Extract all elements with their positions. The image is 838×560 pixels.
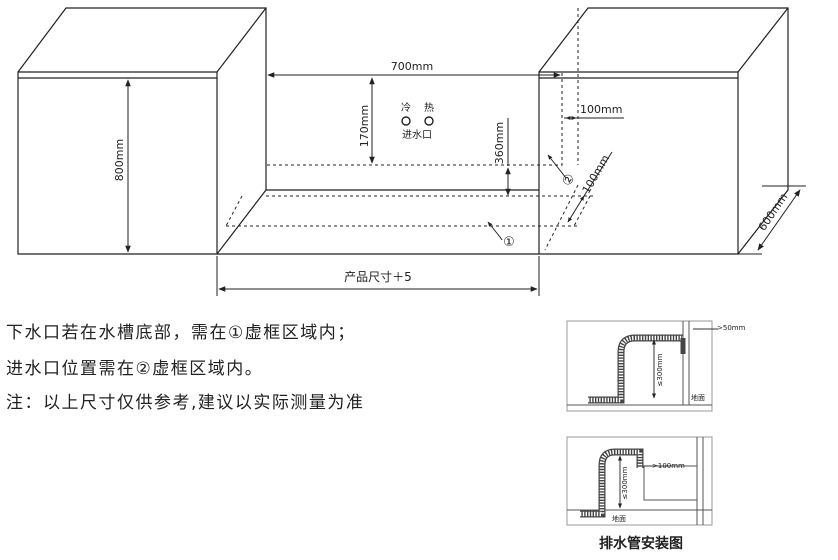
zone-1-marker: ① [503,235,515,250]
drain-top-height-label: ≤300mm [656,353,664,386]
back-offset-dimension [567,151,613,223]
inlet-zone-height-label: 170mm [358,105,371,147]
zone-1-callout [487,221,503,241]
back-offset-label: 100mm [580,153,612,196]
drain-zone-outline [225,8,596,251]
cold-faucet-icon [401,116,411,126]
right-cabinet [538,7,789,255]
drain-bottom-height-label: ≤300mm [621,466,629,499]
cold-faucet: 冷 [401,101,411,126]
inlet-height-label: 360mm [493,122,506,164]
zone-2-callout [547,154,567,179]
width-dimension-label: 700mm [391,60,433,73]
drain-bottom-floor-label: 地面 [612,514,626,523]
hot-faucet: 热 [424,101,434,126]
left-cabinet [17,7,267,255]
cold-faucet-label: 冷 [401,101,411,114]
product-size-dimension [216,256,540,296]
drain-bottom-gap-label: >100mm [652,462,685,470]
counter-floor [216,189,539,255]
product-size-label: 产品尺寸＋5 [344,270,412,284]
drain-diagram-top [566,320,718,412]
note-drain-position: 下水口若在水槽底部，需在①虚框区域内； [6,323,356,343]
hot-faucet-icon [424,116,434,126]
drain-top-floor-label: 地面 [691,393,705,402]
hot-faucet-label: 热 [424,101,434,114]
drain-top-gap-label: >50mm [717,324,746,332]
drain-diagram-bottom [566,436,713,526]
inlet-zone-outline [265,70,563,166]
depth-dimension [738,185,806,255]
side-offset-label: 100mm [580,103,622,116]
note-inlet-position: 进水口位置需在②虚框区域内。 [6,359,264,379]
note-disclaimer: 注：以上尺寸仅供参考,建议以实际测量为准 [6,393,365,413]
drain-diagram-title: 排水管安装图 [599,535,683,552]
cabinet-height-label: 800mm [113,139,126,181]
inlet-label: 进水口 [402,129,432,141]
